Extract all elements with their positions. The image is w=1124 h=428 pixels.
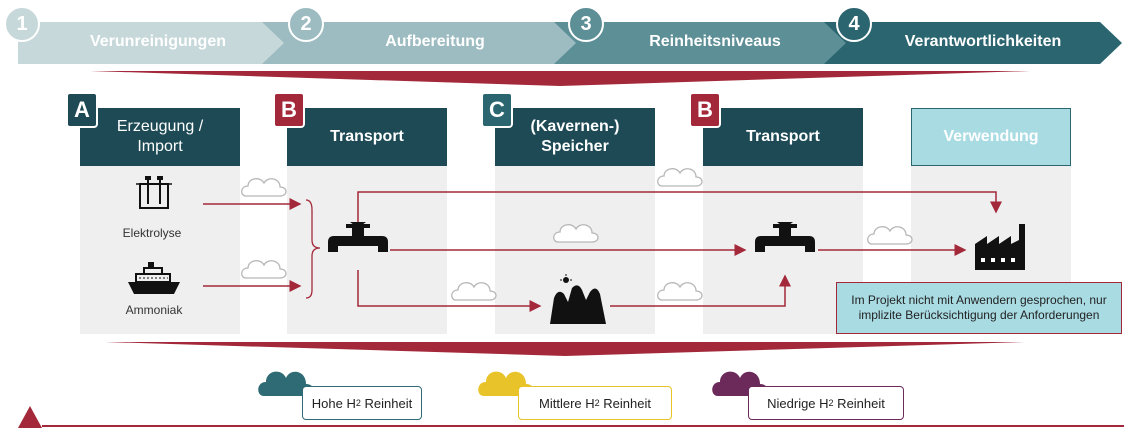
chevron-step-2[interactable] [262,22,582,64]
badge-c: C [481,92,513,128]
column-header-usage: Verwendung [911,108,1071,166]
cloud-icon [451,282,497,301]
step-number-4: 4 [836,6,872,42]
cloud-icon [241,260,287,279]
ship-icon [128,262,180,294]
cloud-icon-high [258,371,314,396]
column-header-transport-1: Transport [287,108,447,166]
factory-icon [975,224,1025,270]
cloud-icon [657,282,703,301]
legend-label-end: Reinheit [360,395,413,411]
legend-label: Niedrige H [767,395,829,411]
legend-subscript: 2 [355,398,361,408]
step-number-1: 1 [4,6,40,42]
column-bg-production [80,138,240,334]
step-number-3: 3 [568,6,604,42]
warning-icon [18,406,42,428]
flow-line-direct-usage [357,191,1002,226]
cloud-icon [867,226,913,245]
process-chevron-bar [18,22,1122,86]
legend-label-end: Reinheit [833,395,885,411]
flow-swoosh-top [90,71,1030,86]
column-title-line: Import [137,138,183,155]
column-title-line: Speicher [541,138,609,155]
chevron-step-3[interactable] [554,22,852,64]
legend-label: Hohe H [311,395,356,411]
badge-b-1: B [273,92,305,128]
merge-bracket [305,199,321,299]
legend-label-end: Reinheit [599,395,651,411]
badge-a: A [66,92,98,128]
source-label-electrolysis: Elektrolyse [122,226,182,240]
step-label-2: Aufbereitung [385,33,485,50]
badge-b-2: B [689,92,721,128]
column-header-production: Erzeugung / Import [80,108,240,166]
column-title-line: Transport [746,128,820,145]
chevron-step-1[interactable] [18,22,290,64]
usage-note: Im Projekt nicht mit Anwendern gesproche… [836,282,1122,334]
chevron-step-4[interactable] [824,22,1122,64]
cloud-icon [241,178,287,197]
column-title-line: Transport [330,128,404,145]
flow-swoosh-bottom [105,342,1025,356]
legend-subscript: 2 [828,398,834,408]
step-label-3: Reinheitsniveaus [649,33,781,50]
column-header-transport-2: Transport [703,108,863,166]
source-label-ammonia: Ammoniak [125,303,183,317]
step-label-1: Verunreinigungen [89,33,226,50]
cloud-icon [553,224,599,243]
pipeline-valve-icon [755,222,815,252]
cavern-storage-icon [550,274,606,324]
legend-subscript: 2 [594,398,600,408]
column-title-line: Verwendung [943,128,1039,145]
step-label-4: Verantwortlichkeiten [904,33,1062,50]
legend-label: Mittlere H [539,395,595,411]
step-number-2: 2 [288,6,324,42]
electrolyzer-icon [136,176,172,209]
flow-line-from-storage [610,274,791,307]
column-title-line: Erzeugung / [116,118,204,135]
column-title-line: (Kavernen-) [530,118,620,135]
flow-line-to-storage [357,270,542,312]
pipeline-valve-icon [328,222,388,252]
column-header-storage: (Kavernen-) Speicher [495,108,655,166]
cloud-icon [657,168,703,187]
